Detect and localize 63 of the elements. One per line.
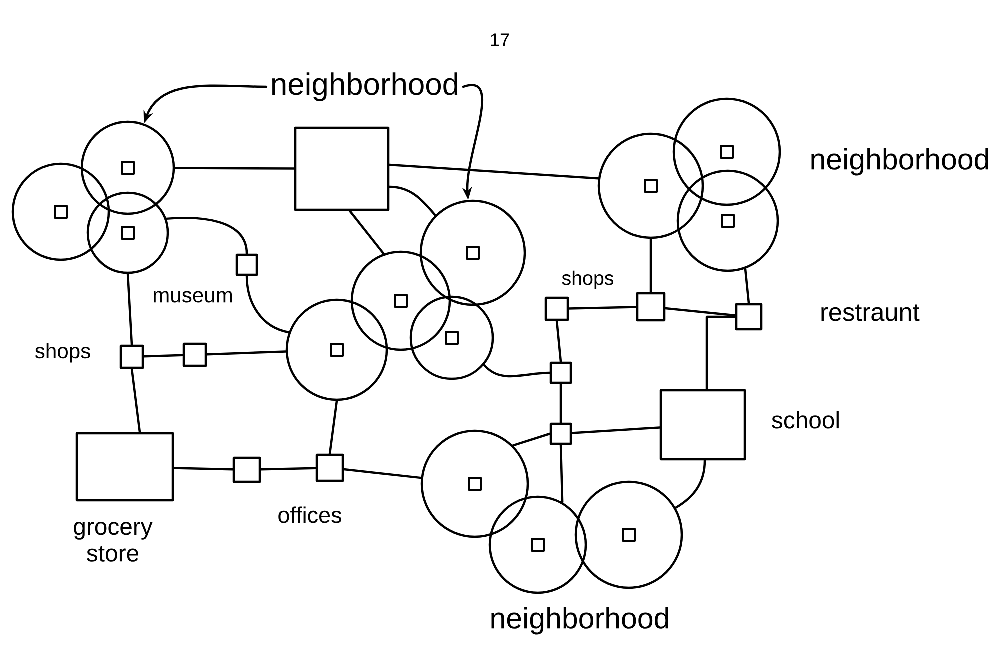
- connector-line: [664, 307, 736, 317]
- circle-with-square: [574, 480, 684, 590]
- connector-line: [650, 238, 652, 294]
- connector-line: [206, 350, 288, 356]
- node-label: shops: [562, 270, 614, 290]
- node-label: offices: [278, 506, 342, 524]
- circle-with-square: [676, 170, 780, 272]
- connector-line: [348, 210, 385, 256]
- connector-line: [328, 400, 338, 455]
- square-box: [120, 344, 144, 370]
- connector-line: [571, 426, 661, 434]
- square-box: [735, 303, 763, 331]
- circle-with-square: [86, 192, 170, 274]
- connector-line: [388, 186, 437, 217]
- circle-with-square: [80, 120, 176, 216]
- connector-line: [166, 216, 248, 255]
- connector-line: [674, 460, 706, 510]
- page-number: 17: [491, 34, 510, 46]
- node-label: restraunt: [822, 304, 920, 322]
- connector-line: [143, 354, 184, 358]
- connector-line: [560, 444, 564, 504]
- circle-with-square: [488, 496, 588, 594]
- handwritten-label: neighborhood: [492, 607, 668, 635]
- connector-line: [260, 467, 317, 471]
- square-box: [76, 432, 174, 502]
- node-label: grocery store: [74, 522, 153, 562]
- square-box: [316, 454, 344, 482]
- connector-line: [174, 167, 296, 170]
- square-box: [182, 342, 208, 368]
- circle-with-square: [410, 296, 494, 380]
- connector-line: [512, 432, 551, 447]
- square-box: [660, 389, 746, 461]
- square-box: [636, 292, 666, 322]
- circle-with-square: [420, 430, 530, 538]
- circle-with-square: [598, 132, 704, 240]
- connector-line: [560, 383, 562, 424]
- circle-with-square: [350, 250, 452, 352]
- square-box: [550, 422, 572, 446]
- connector-line: [126, 273, 134, 346]
- connector-line: [744, 268, 750, 304]
- connector-line: [483, 364, 551, 378]
- connector-line: [556, 320, 562, 363]
- square-box: [550, 362, 572, 384]
- connector-line: [130, 368, 142, 434]
- square-box: [294, 126, 390, 212]
- circle-with-square: [286, 298, 388, 402]
- square-box: [544, 296, 570, 322]
- connector-line: [388, 164, 600, 180]
- connector-line: [568, 306, 638, 310]
- connector-line: [173, 467, 234, 471]
- node-label: museum: [154, 291, 232, 303]
- connector-line: [343, 468, 422, 480]
- circle-with-square: [420, 200, 526, 306]
- handwritten-label: neighborhood: [812, 148, 988, 176]
- node-label: shops: [35, 343, 90, 363]
- circle-with-square: [672, 98, 782, 206]
- connector-line: [706, 316, 736, 390]
- handwritten-label: neighborhood: [272, 72, 458, 102]
- square-box: [232, 456, 262, 484]
- square-box: [236, 254, 258, 276]
- connector-line: [246, 275, 290, 334]
- circle-with-square: [12, 162, 110, 262]
- node-label: school: [772, 411, 839, 429]
